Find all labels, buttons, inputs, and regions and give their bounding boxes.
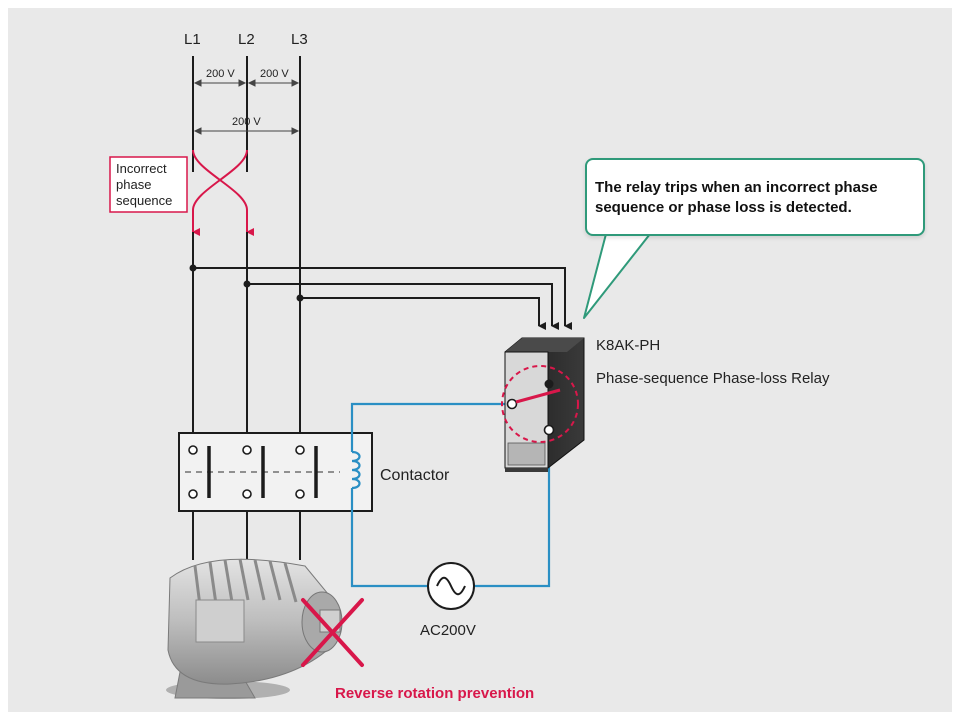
voltage-dimensions: [193, 79, 300, 135]
relay-trip-highlight: [501, 365, 579, 443]
contactor-coil: [350, 440, 361, 504]
voltage-l2-l3: 200 V: [260, 68, 289, 80]
relay-model-label: K8AK-PH: [596, 337, 660, 354]
ac-source-label: AC200V: [420, 622, 476, 639]
supply-wires-lower: [192, 232, 301, 440]
relay-terminal-common: [506, 398, 518, 410]
voltage-l1-l3: 200 V: [232, 116, 261, 128]
callout-pointer: [583, 233, 651, 319]
sine-wave-icon: [436, 576, 466, 596]
incorrect-phase-note-box: [109, 156, 188, 213]
reverse-rotation-label: Reverse rotation prevention: [335, 685, 534, 702]
incorrect-phase-note-line-1: Incorrect: [116, 161, 167, 176]
line-label-l2: L2: [238, 31, 255, 48]
motor-cooling-fins: [193, 558, 298, 607]
relay-trip-callout: The relay trips when an incorrect phase …: [585, 158, 925, 236]
crossed-phase-wires: [192, 149, 254, 236]
line-label-l1: L1: [184, 31, 201, 48]
contactor-contacts: [188, 445, 318, 499]
line-label-l3: L3: [291, 31, 308, 48]
relay-device: [501, 337, 585, 472]
diagram-background: [8, 8, 952, 712]
relay-sense-wires: [193, 267, 572, 330]
control-circuit-wires: [350, 402, 551, 588]
relay-trip-callout-text: The relay trips when an incorrect phase …: [595, 179, 878, 216]
contactor-label: Contactor: [380, 467, 450, 484]
relay-description-label: Phase-sequence Phase-loss Relay: [596, 370, 830, 387]
relay-terminal-nc: [543, 424, 555, 436]
voltage-l1-l2: 200 V: [206, 68, 235, 80]
incorrect-phase-note-line-2: phase: [116, 177, 151, 192]
relay-terminal-no: [544, 379, 554, 389]
relay-trip-contact: [515, 388, 561, 404]
incorrect-phase-note-line-3: sequence: [116, 193, 172, 208]
motor: [166, 558, 343, 699]
motor-wires: [192, 511, 301, 560]
junction-dots: [189, 264, 304, 302]
reverse-rotation-x-icon: [301, 598, 364, 667]
motor-terminal-box: [195, 599, 245, 643]
